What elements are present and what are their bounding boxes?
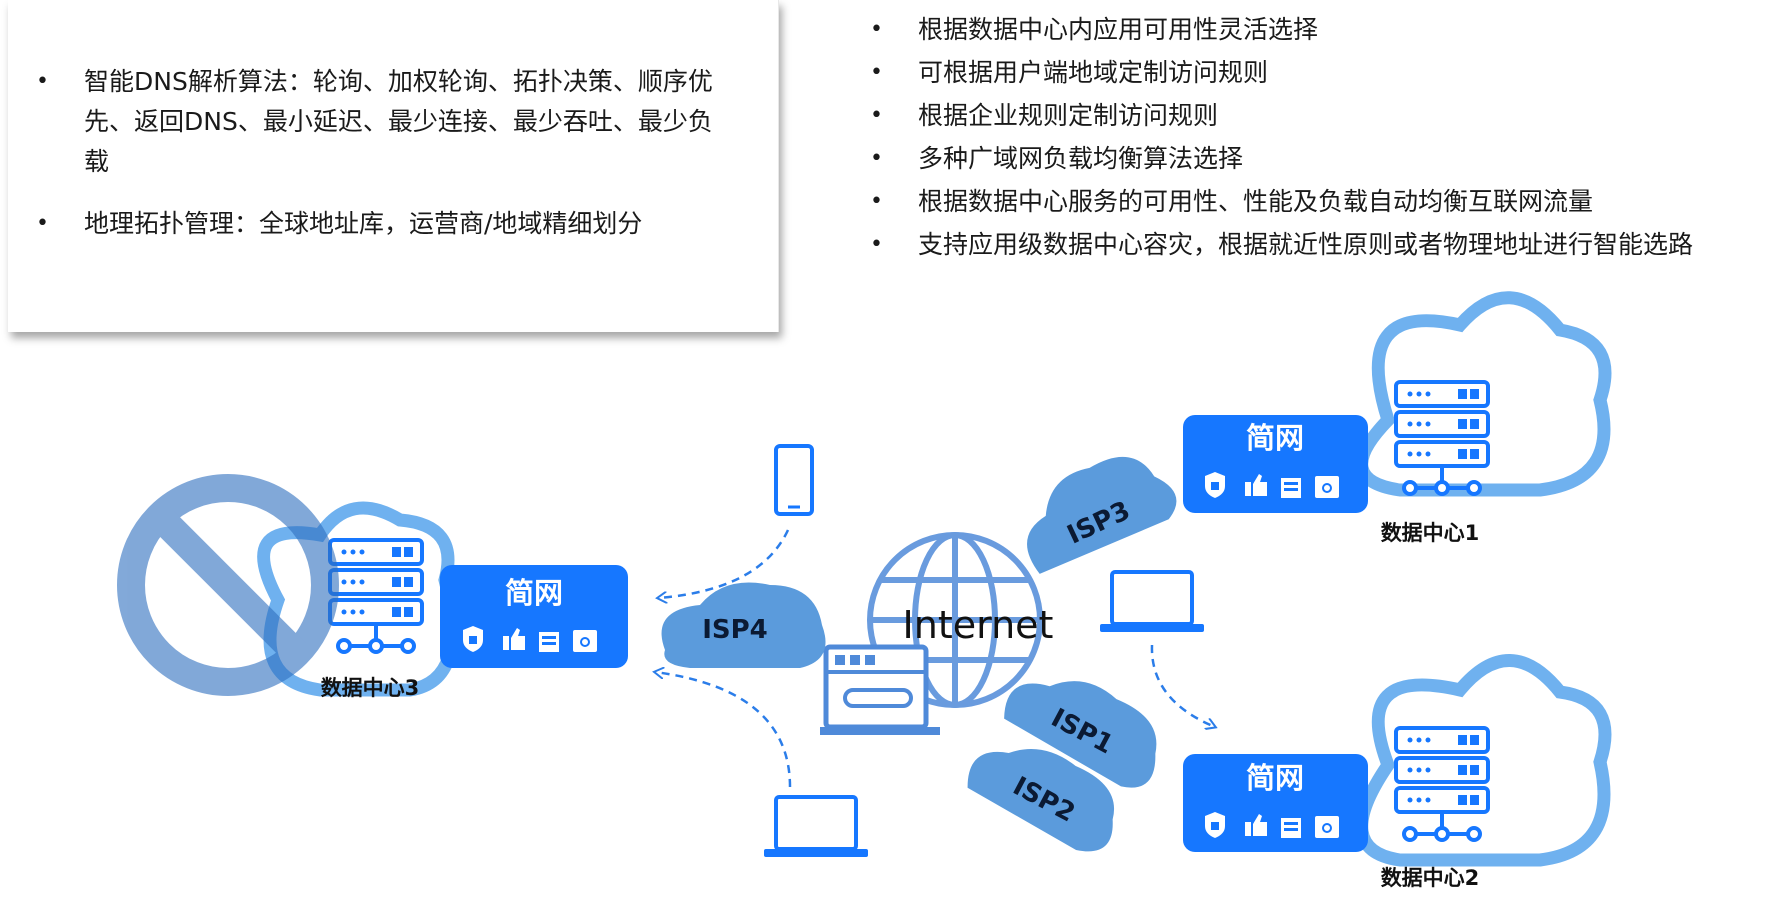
datacenter-1: 简网 数据中心1: [1183, 291, 1612, 545]
prohibited-icon: [117, 474, 339, 696]
browser-window-icon: [820, 644, 940, 735]
cloud-outline: [1355, 291, 1612, 497]
feature-item: 地理拓扑管理：全球地址库，运营商/地域精细划分: [36, 204, 736, 244]
globe-icon: [867, 532, 1043, 708]
arrow-laptop-to-dc3: [655, 672, 792, 788]
isp4-cloud: ISP4: [661, 582, 826, 668]
capability-item: 根据数据中心内应用可用性灵活选择: [870, 14, 1770, 46]
laptop-icon-bottom: [764, 795, 868, 857]
capability-item: 多种广域网负载均衡算法选择: [870, 143, 1770, 175]
datacenter-3-label: 数据中心3: [321, 676, 420, 700]
datacenter-2: 简网 数据中心2: [1183, 654, 1612, 890]
routing-arrows: [655, 529, 1215, 788]
server-stack-icon: [1394, 726, 1490, 842]
capability-item: 支持应用级数据中心容灾，根据就近性原则或者物理地址进行智能选路: [870, 229, 1770, 261]
brand-label: 简网: [1246, 421, 1304, 455]
datacenter-2-label: 数据中心2: [1381, 866, 1480, 890]
phone-icon: [774, 444, 814, 516]
isp3-cloud: ISP3: [1027, 456, 1177, 574]
capability-item: 根据数据中心服务的可用性、性能及负载自动均衡互联网流量: [870, 186, 1770, 218]
internet-label: Internet: [903, 603, 1054, 647]
arrow-phone-to-dc3: [658, 529, 790, 598]
brand-label: 简网: [505, 576, 563, 610]
feature-item: 智能DNS解析算法：轮询、加权轮询、拓扑决策、顺序优先、返回DNS、最小延迟、最…: [36, 62, 736, 182]
isp4-label: ISP4: [702, 615, 768, 645]
arrow-laptop-to-dc2: [1150, 644, 1215, 727]
capability-list: 根据数据中心内应用可用性灵活选择 可根据用户端地域定制访问规则 根据企业规则定制…: [870, 14, 1770, 272]
datacenter-3: 简网 数据中心3: [117, 474, 628, 700]
feature-box: 智能DNS解析算法：轮询、加权轮询、拓扑决策、顺序优先、返回DNS、最小延迟、最…: [8, 0, 779, 332]
capability-item: 可根据用户端地域定制访问规则: [870, 57, 1770, 89]
datacenter-1-label: 数据中心1: [1381, 521, 1480, 545]
feature-list: 智能DNS解析算法：轮询、加权轮询、拓扑决策、顺序优先、返回DNS、最小延迟、最…: [36, 62, 736, 266]
server-stack-icon: [328, 538, 424, 654]
server-stack-icon: [1394, 380, 1490, 496]
brand-label: 简网: [1246, 761, 1304, 795]
cloud-outline: [1355, 654, 1612, 867]
laptop-icon-top: [1100, 570, 1204, 632]
internet-node: Internet: [820, 532, 1054, 735]
capability-item: 根据企业规则定制访问规则: [870, 100, 1770, 132]
